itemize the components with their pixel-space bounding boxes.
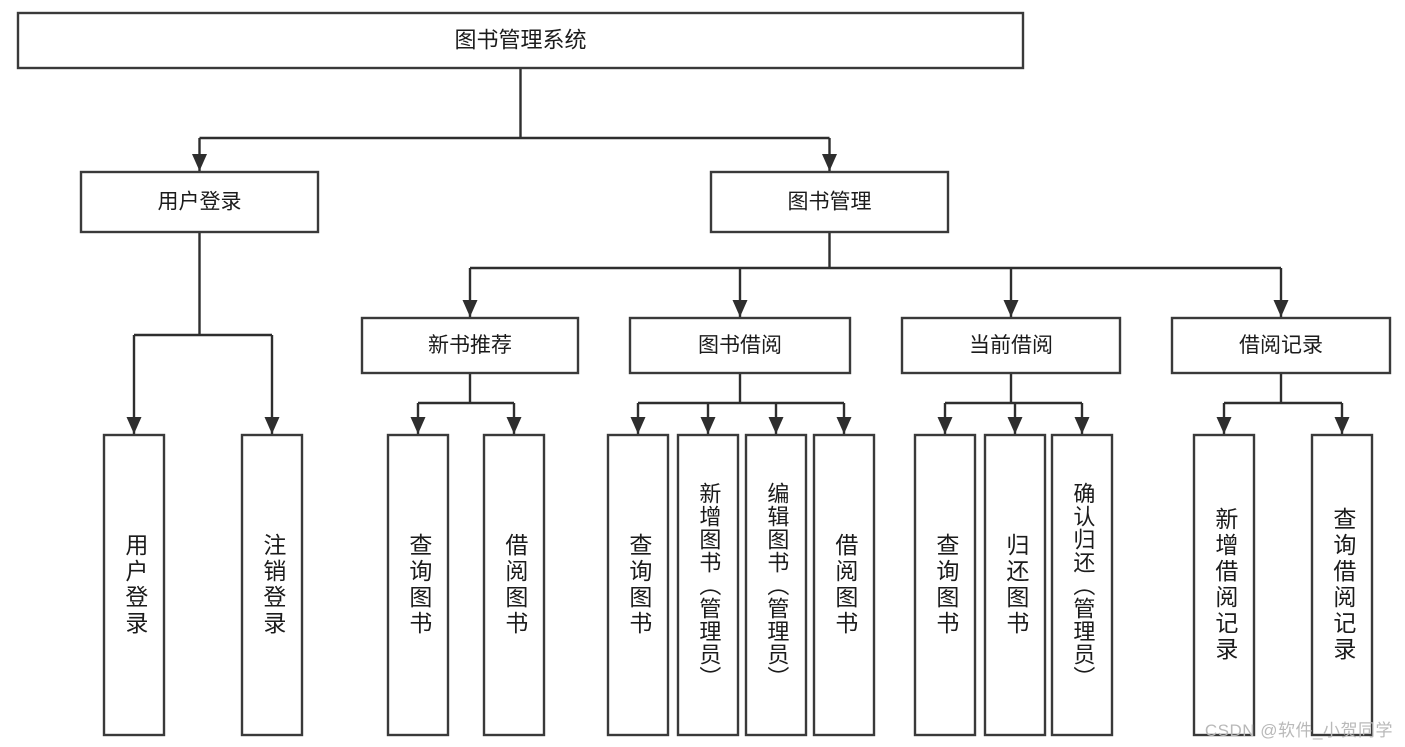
node-box-l-bb-edit[interactable]: [744, 433, 808, 737]
node-box-l-bb-add[interactable]: [676, 433, 740, 737]
node-box-n-user-login[interactable]: [79, 170, 320, 234]
node-label-n-user-login: 用户登录: [158, 191, 242, 214]
node-box-l-br-query[interactable]: [1310, 433, 1374, 737]
arrow-head-icon: [506, 417, 522, 434]
arrow-head-icon: [126, 417, 142, 434]
node-label-root: 图书管理系统: [454, 27, 586, 52]
arrow-head-icon: [1074, 417, 1090, 434]
node-box-l-user-login[interactable]: [102, 433, 166, 737]
node-box-l-rec-query[interactable]: [386, 433, 450, 737]
arrow-head-icon: [630, 417, 646, 434]
node-box-l-bb-borrow[interactable]: [812, 433, 876, 737]
node-box-l-br-add[interactable]: [1192, 433, 1256, 737]
node-box-n-borrow-record[interactable]: [1170, 316, 1392, 375]
node-box-n-book-manage[interactable]: [709, 170, 950, 234]
node-label-n-new-book-rec: 新书推荐: [428, 334, 512, 357]
arrow-head-icon: [1216, 417, 1232, 434]
node-box-l-cb-query[interactable]: [913, 433, 977, 737]
node-box-l-user-logout[interactable]: [240, 433, 304, 737]
node-box-n-current-borrow[interactable]: [900, 316, 1122, 375]
node-box-n-new-book-rec[interactable]: [360, 316, 580, 375]
node-box-l-bb-query[interactable]: [606, 433, 670, 737]
node-boxes-layer: [16, 11, 1392, 737]
arrow-head-icon: [192, 154, 207, 171]
arrow-head-icon: [1273, 300, 1289, 317]
arrow-head-icon: [1007, 417, 1023, 434]
arrow-head-icon: [410, 417, 426, 434]
arrow-head-icon: [768, 417, 784, 434]
node-label-n-book-borrow: 图书借阅: [698, 334, 782, 357]
node-box-l-cb-return[interactable]: [983, 433, 1047, 737]
arrow-head-icon: [264, 417, 280, 434]
arrow-head-icon: [822, 154, 837, 171]
arrow-head-icon: [836, 417, 852, 434]
arrow-head-icon: [1003, 300, 1019, 317]
arrow-head-icon: [1334, 417, 1350, 434]
node-label-n-borrow-record: 借阅记录: [1239, 334, 1323, 357]
arrow-head-icon: [462, 300, 478, 317]
node-box-root[interactable]: [16, 11, 1025, 70]
arrow-head-icon: [937, 417, 953, 434]
watermark-text: CSDN @软件_小贺同学: [1204, 721, 1393, 740]
arrow-head-icon: [732, 300, 748, 317]
connectors-layer: [126, 68, 1350, 434]
node-box-n-book-borrow[interactable]: [628, 316, 852, 375]
node-label-n-book-manage: 图书管理: [788, 191, 872, 214]
node-label-n-current-borrow: 当前借阅: [969, 334, 1053, 357]
arrow-head-icon: [700, 417, 716, 434]
node-box-l-cb-confirm[interactable]: [1050, 433, 1114, 737]
node-box-l-rec-borrow[interactable]: [482, 433, 546, 737]
